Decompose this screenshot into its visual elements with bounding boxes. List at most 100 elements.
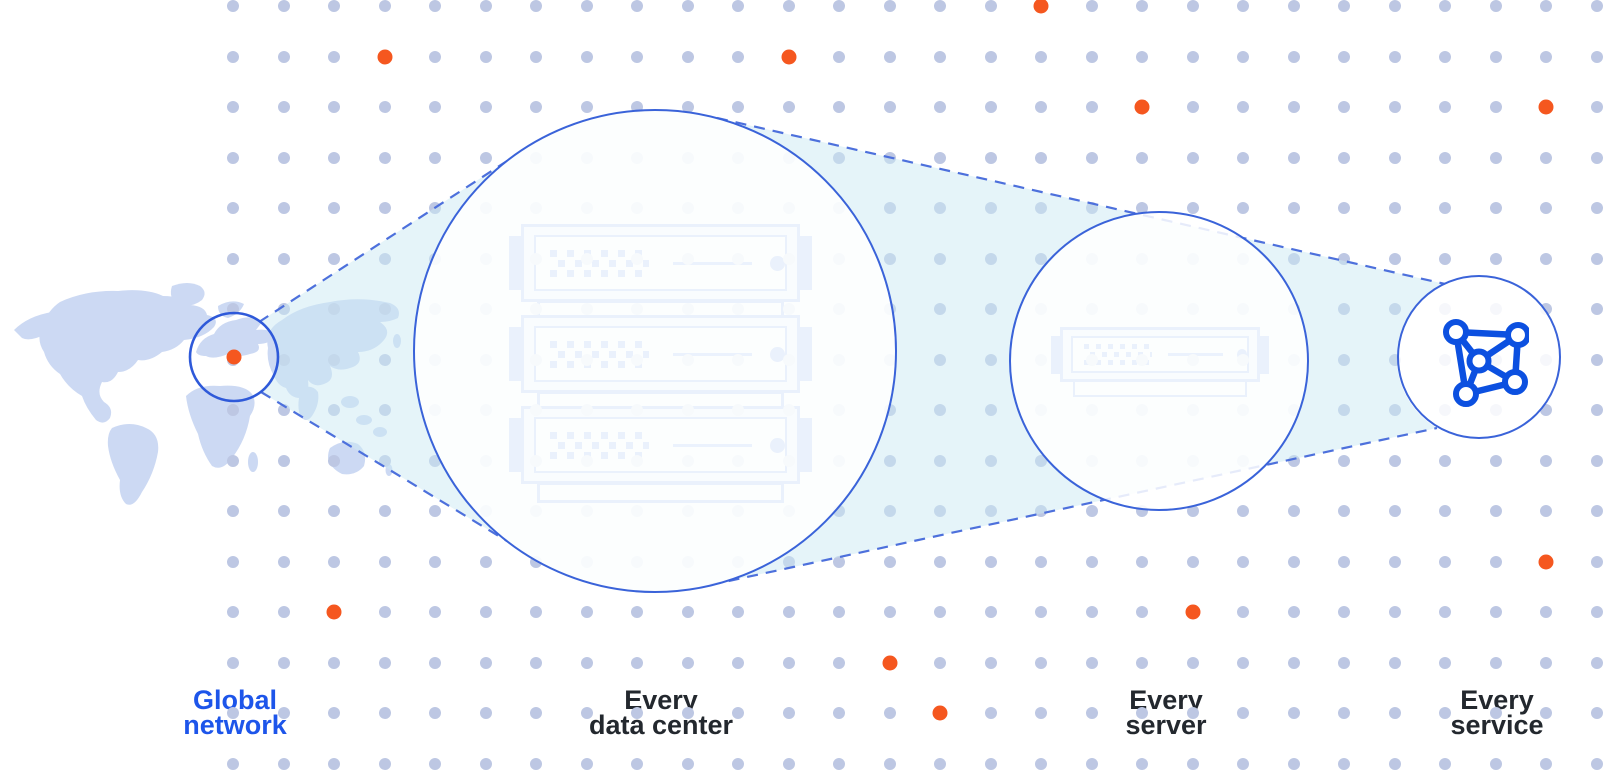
grid-dot <box>681 656 694 669</box>
map-south-america <box>107 424 159 505</box>
grid-dot <box>1489 252 1502 265</box>
grid-dot <box>227 505 239 517</box>
grid-dot <box>934 555 946 568</box>
data-center-circle <box>413 109 897 593</box>
grid-dot <box>1338 0 1350 12</box>
grid-dot <box>378 505 391 517</box>
grid-dot <box>883 50 896 63</box>
grid-dot <box>328 252 340 265</box>
grid-dot <box>1186 555 1199 568</box>
grid-dot <box>429 555 441 568</box>
grid-dot <box>328 656 340 669</box>
grid-dot <box>1287 606 1300 618</box>
grid-dot <box>1085 50 1098 63</box>
grid-dot <box>1540 656 1552 669</box>
map-location-marker <box>226 349 242 365</box>
grid-dot <box>1489 50 1502 63</box>
grid-dot <box>1489 505 1502 517</box>
grid-dot <box>429 0 441 12</box>
grid-dot <box>1186 0 1199 12</box>
grid-dot <box>1590 252 1603 265</box>
grid-dot <box>1287 505 1300 517</box>
grid-dot <box>1035 656 1047 669</box>
grid-dot <box>1338 202 1350 214</box>
grid-dot <box>1489 202 1502 214</box>
grid-dot <box>984 606 997 618</box>
grid-dot <box>984 50 997 63</box>
grid-dot <box>1136 656 1148 669</box>
grid-dot <box>1085 707 1098 719</box>
grid-dot <box>1540 0 1552 12</box>
grid-dot <box>580 656 593 669</box>
orange-accent-dot <box>377 49 392 64</box>
grid-dot <box>378 757 391 770</box>
grid-dot <box>1540 252 1552 265</box>
grid-dot <box>833 50 845 63</box>
grid-dot <box>833 0 845 12</box>
grid-dot <box>782 707 795 719</box>
grid-dot <box>681 101 694 113</box>
map-highlight-circle <box>188 311 280 403</box>
grid-dot <box>984 555 997 568</box>
grid-dot <box>580 606 593 618</box>
grid-dot <box>1035 555 1047 568</box>
grid-dot <box>631 606 643 618</box>
grid-dot <box>883 0 896 12</box>
grid-dot <box>732 757 744 770</box>
grid-dot <box>378 606 391 618</box>
grid-dot <box>1035 707 1047 719</box>
grid-dot <box>1590 151 1603 164</box>
grid-dot <box>1388 151 1401 164</box>
grid-dot <box>732 101 744 113</box>
grid-dot <box>1388 656 1401 669</box>
grid-dot <box>1287 0 1300 12</box>
grid-dot <box>530 707 542 719</box>
grid-dot <box>277 202 290 214</box>
orange-accent-dot <box>781 49 796 64</box>
grid-dot <box>429 707 441 719</box>
grid-dot <box>1085 0 1098 12</box>
grid-dot <box>328 0 340 12</box>
grid-dot <box>1287 50 1300 63</box>
grid-dot <box>934 606 946 618</box>
grid-dot <box>1338 555 1350 568</box>
grid-dot <box>1035 101 1047 113</box>
grid-dot <box>1085 606 1098 618</box>
grid-dot <box>934 101 946 113</box>
orange-accent-dot <box>1538 554 1554 569</box>
grid-dot <box>1388 202 1401 214</box>
grid-dot <box>1540 606 1552 618</box>
grid-dot <box>378 101 391 113</box>
grid-dot <box>378 707 391 719</box>
grid-dot <box>833 757 845 770</box>
grid-dot <box>1035 757 1047 770</box>
grid-dot <box>530 606 542 618</box>
grid-dot <box>631 0 643 12</box>
grid-dot <box>1338 151 1350 164</box>
grid-dot <box>328 50 340 63</box>
grid-dot <box>1489 656 1502 669</box>
grid-dot <box>479 606 492 618</box>
grid-dot <box>378 555 391 568</box>
grid-dot <box>277 707 290 719</box>
grid-dot <box>580 101 593 113</box>
grid-dot <box>277 757 290 770</box>
grid-dot <box>1388 757 1401 770</box>
grid-dot <box>1388 555 1401 568</box>
map-madagascar <box>248 452 258 472</box>
grid-dot <box>277 454 290 467</box>
grid-dot <box>227 454 239 467</box>
grid-dot <box>530 101 542 113</box>
grid-dot <box>1136 0 1148 12</box>
grid-dot <box>1136 555 1148 568</box>
grid-dot <box>1186 202 1199 214</box>
orange-accent-dot <box>882 655 897 670</box>
grid-dot <box>1540 50 1552 63</box>
grid-dot <box>277 606 290 618</box>
grid-dot <box>833 606 845 618</box>
grid-dot <box>530 0 542 12</box>
grid-dot <box>277 252 290 265</box>
orange-accent-dot <box>1185 604 1200 620</box>
grid-dot <box>1186 505 1199 517</box>
grid-dot <box>1237 50 1249 63</box>
